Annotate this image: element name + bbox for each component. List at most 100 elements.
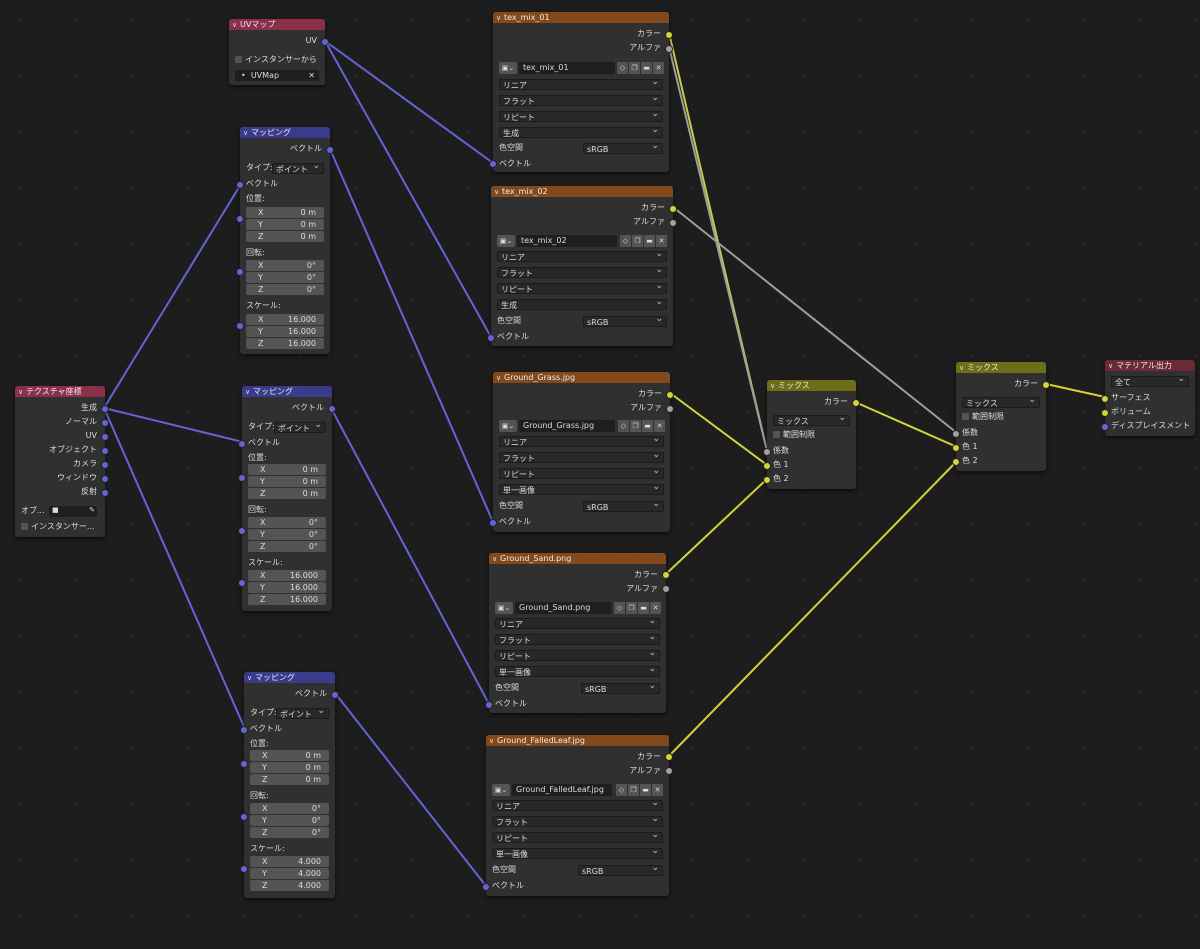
- folder-icon[interactable]: ▬: [640, 784, 651, 796]
- displacement-input-socket[interactable]: [1101, 423, 1109, 431]
- image-browse-icon[interactable]: ▣⌄: [495, 602, 513, 614]
- color2-input-socket[interactable]: [763, 476, 771, 484]
- alpha-output-socket[interactable]: [665, 767, 673, 775]
- image-browse-icon[interactable]: ▣⌄: [492, 784, 510, 796]
- unlink-close-icon[interactable]: ✕: [652, 784, 663, 796]
- collapse-chevron-icon[interactable]: ∨: [494, 188, 500, 196]
- color-space-dropdown[interactable]: sRGB: [583, 141, 663, 154]
- rotation-socket[interactable]: [236, 268, 244, 276]
- fake-user-shield-icon[interactable]: ◇: [616, 784, 627, 796]
- mix-node-header[interactable]: ∨ミックス: [767, 380, 856, 391]
- scale-socket[interactable]: [236, 322, 244, 330]
- blend-mode-dropdown[interactable]: ミックス: [962, 395, 1040, 408]
- from-instancer-checkbox[interactable]: インスタンサー...: [21, 521, 94, 533]
- mapping-node-header[interactable]: ∨マッピング: [244, 672, 335, 683]
- type-dropdown[interactable]: ポイント: [274, 420, 326, 433]
- mapping-node-1[interactable]: ∨マッピング ベクトル タイプ: ポイント ベクトル 位置: X0 m Y0 m…: [236, 127, 334, 354]
- extension-dropdown[interactable]: リピート: [497, 281, 667, 294]
- collapse-chevron-icon[interactable]: ∨: [489, 737, 495, 745]
- collapse-chevron-icon[interactable]: ∨: [492, 555, 498, 563]
- collapse-chevron-icon[interactable]: ∨: [959, 364, 965, 372]
- image-selector[interactable]: ▣⌄ Ground_Grass.jpg ◇ ❐ ▬ ✕: [499, 420, 665, 432]
- color2-input-socket[interactable]: [952, 458, 960, 466]
- source-dropdown[interactable]: 単一画像: [495, 664, 660, 677]
- image-browse-icon[interactable]: ▣⌄: [499, 420, 517, 432]
- object-picker-field[interactable]: ■ ✎: [49, 506, 97, 517]
- collapse-chevron-icon[interactable]: ∨: [18, 388, 24, 396]
- collapse-chevron-icon[interactable]: ∨: [243, 129, 249, 137]
- projection-dropdown[interactable]: フラット: [495, 632, 660, 645]
- duplicate-icon[interactable]: ❐: [628, 784, 639, 796]
- fake-user-shield-icon[interactable]: ◇: [614, 602, 625, 614]
- image-texture-header[interactable]: ∨Ground_Grass.jpg: [493, 372, 670, 383]
- source-dropdown[interactable]: 単一画像: [499, 482, 664, 495]
- image-texture-node-4[interactable]: ∨Ground_Sand.png カラー アルファ ▣⌄ Ground_Sand…: [485, 553, 670, 713]
- clamp-checkbox[interactable]: 範囲制限: [962, 411, 1004, 423]
- unlink-close-icon[interactable]: ✕: [654, 420, 665, 432]
- image-browse-icon[interactable]: ▣⌄: [497, 235, 515, 247]
- image-name-field[interactable]: tex_mix_02: [517, 235, 617, 247]
- image-texture-node-1[interactable]: ∨tex_mix_01 カラー アルファ ▣⌄ tex_mix_01 ◇ ❐ ▬…: [489, 12, 673, 172]
- fake-user-shield-icon[interactable]: ◇: [620, 235, 631, 247]
- rotation-socket[interactable]: [238, 527, 246, 535]
- image-texture-header[interactable]: ∨Ground_FalledLeaf.jpg: [486, 735, 669, 746]
- vector-input-socket[interactable]: [238, 440, 246, 448]
- factor-input-socket[interactable]: [763, 448, 771, 456]
- folder-icon[interactable]: ▬: [644, 235, 655, 247]
- mix-node-header[interactable]: ∨ミックス: [956, 362, 1046, 373]
- interpolation-dropdown[interactable]: リニア: [492, 798, 663, 811]
- image-texture-header[interactable]: ∨tex_mix_01: [493, 12, 669, 23]
- interpolation-dropdown[interactable]: リニア: [495, 616, 660, 629]
- interpolation-dropdown[interactable]: リニア: [497, 249, 667, 262]
- vector-output-socket[interactable]: [328, 405, 336, 413]
- scale-socket[interactable]: [238, 579, 246, 587]
- scale-socket[interactable]: [240, 865, 248, 873]
- normal-socket[interactable]: [101, 419, 109, 427]
- image-name-field[interactable]: Ground_Sand.png: [515, 602, 611, 614]
- extension-dropdown[interactable]: リピート: [499, 466, 664, 479]
- color-output-socket[interactable]: [665, 753, 673, 761]
- volume-input-socket[interactable]: [1101, 409, 1109, 417]
- eyedropper-icon[interactable]: ✎: [89, 506, 95, 514]
- extension-dropdown[interactable]: リピート: [495, 648, 660, 661]
- image-texture-node-3[interactable]: ∨Ground_Grass.jpg カラー アルファ ▣⌄ Ground_Gra…: [489, 372, 674, 532]
- collapse-chevron-icon[interactable]: ∨: [245, 388, 251, 396]
- alpha-output-socket[interactable]: [665, 45, 673, 53]
- interpolation-dropdown[interactable]: リニア: [499, 77, 663, 90]
- material-output-header[interactable]: ∨マテリアル出力: [1105, 360, 1195, 371]
- unlink-close-icon[interactable]: ✕: [650, 602, 661, 614]
- location-socket[interactable]: [238, 474, 246, 482]
- vector-input-socket[interactable]: [240, 726, 248, 734]
- duplicate-icon[interactable]: ❐: [630, 420, 641, 432]
- color-output-socket[interactable]: [662, 571, 670, 579]
- unlink-close-icon[interactable]: ✕: [653, 62, 664, 74]
- collapse-chevron-icon[interactable]: ∨: [1108, 362, 1114, 370]
- rotation-socket[interactable]: [240, 813, 248, 821]
- mapping-node-header[interactable]: ∨マッピング: [242, 386, 332, 397]
- alpha-output-socket[interactable]: [666, 405, 674, 413]
- folder-icon[interactable]: ▬: [641, 62, 652, 74]
- object-socket[interactable]: [101, 447, 109, 455]
- image-selector[interactable]: ▣⌄ Ground_Sand.png ◇ ❐ ▬ ✕: [495, 602, 661, 614]
- texture-coordinate-header[interactable]: ∨テクスチャ座標: [15, 386, 105, 397]
- vector-output-socket[interactable]: [331, 691, 339, 699]
- camera-socket[interactable]: [101, 461, 109, 469]
- fake-user-shield-icon[interactable]: ◇: [618, 420, 629, 432]
- target-dropdown[interactable]: 全て: [1111, 374, 1189, 387]
- vector-output-socket[interactable]: [326, 146, 334, 154]
- image-selector[interactable]: ▣⌄ Ground_FalledLeaf.jpg ◇ ❐ ▬ ✕: [492, 784, 663, 796]
- projection-dropdown[interactable]: フラット: [492, 814, 663, 827]
- color1-input-socket[interactable]: [952, 444, 960, 452]
